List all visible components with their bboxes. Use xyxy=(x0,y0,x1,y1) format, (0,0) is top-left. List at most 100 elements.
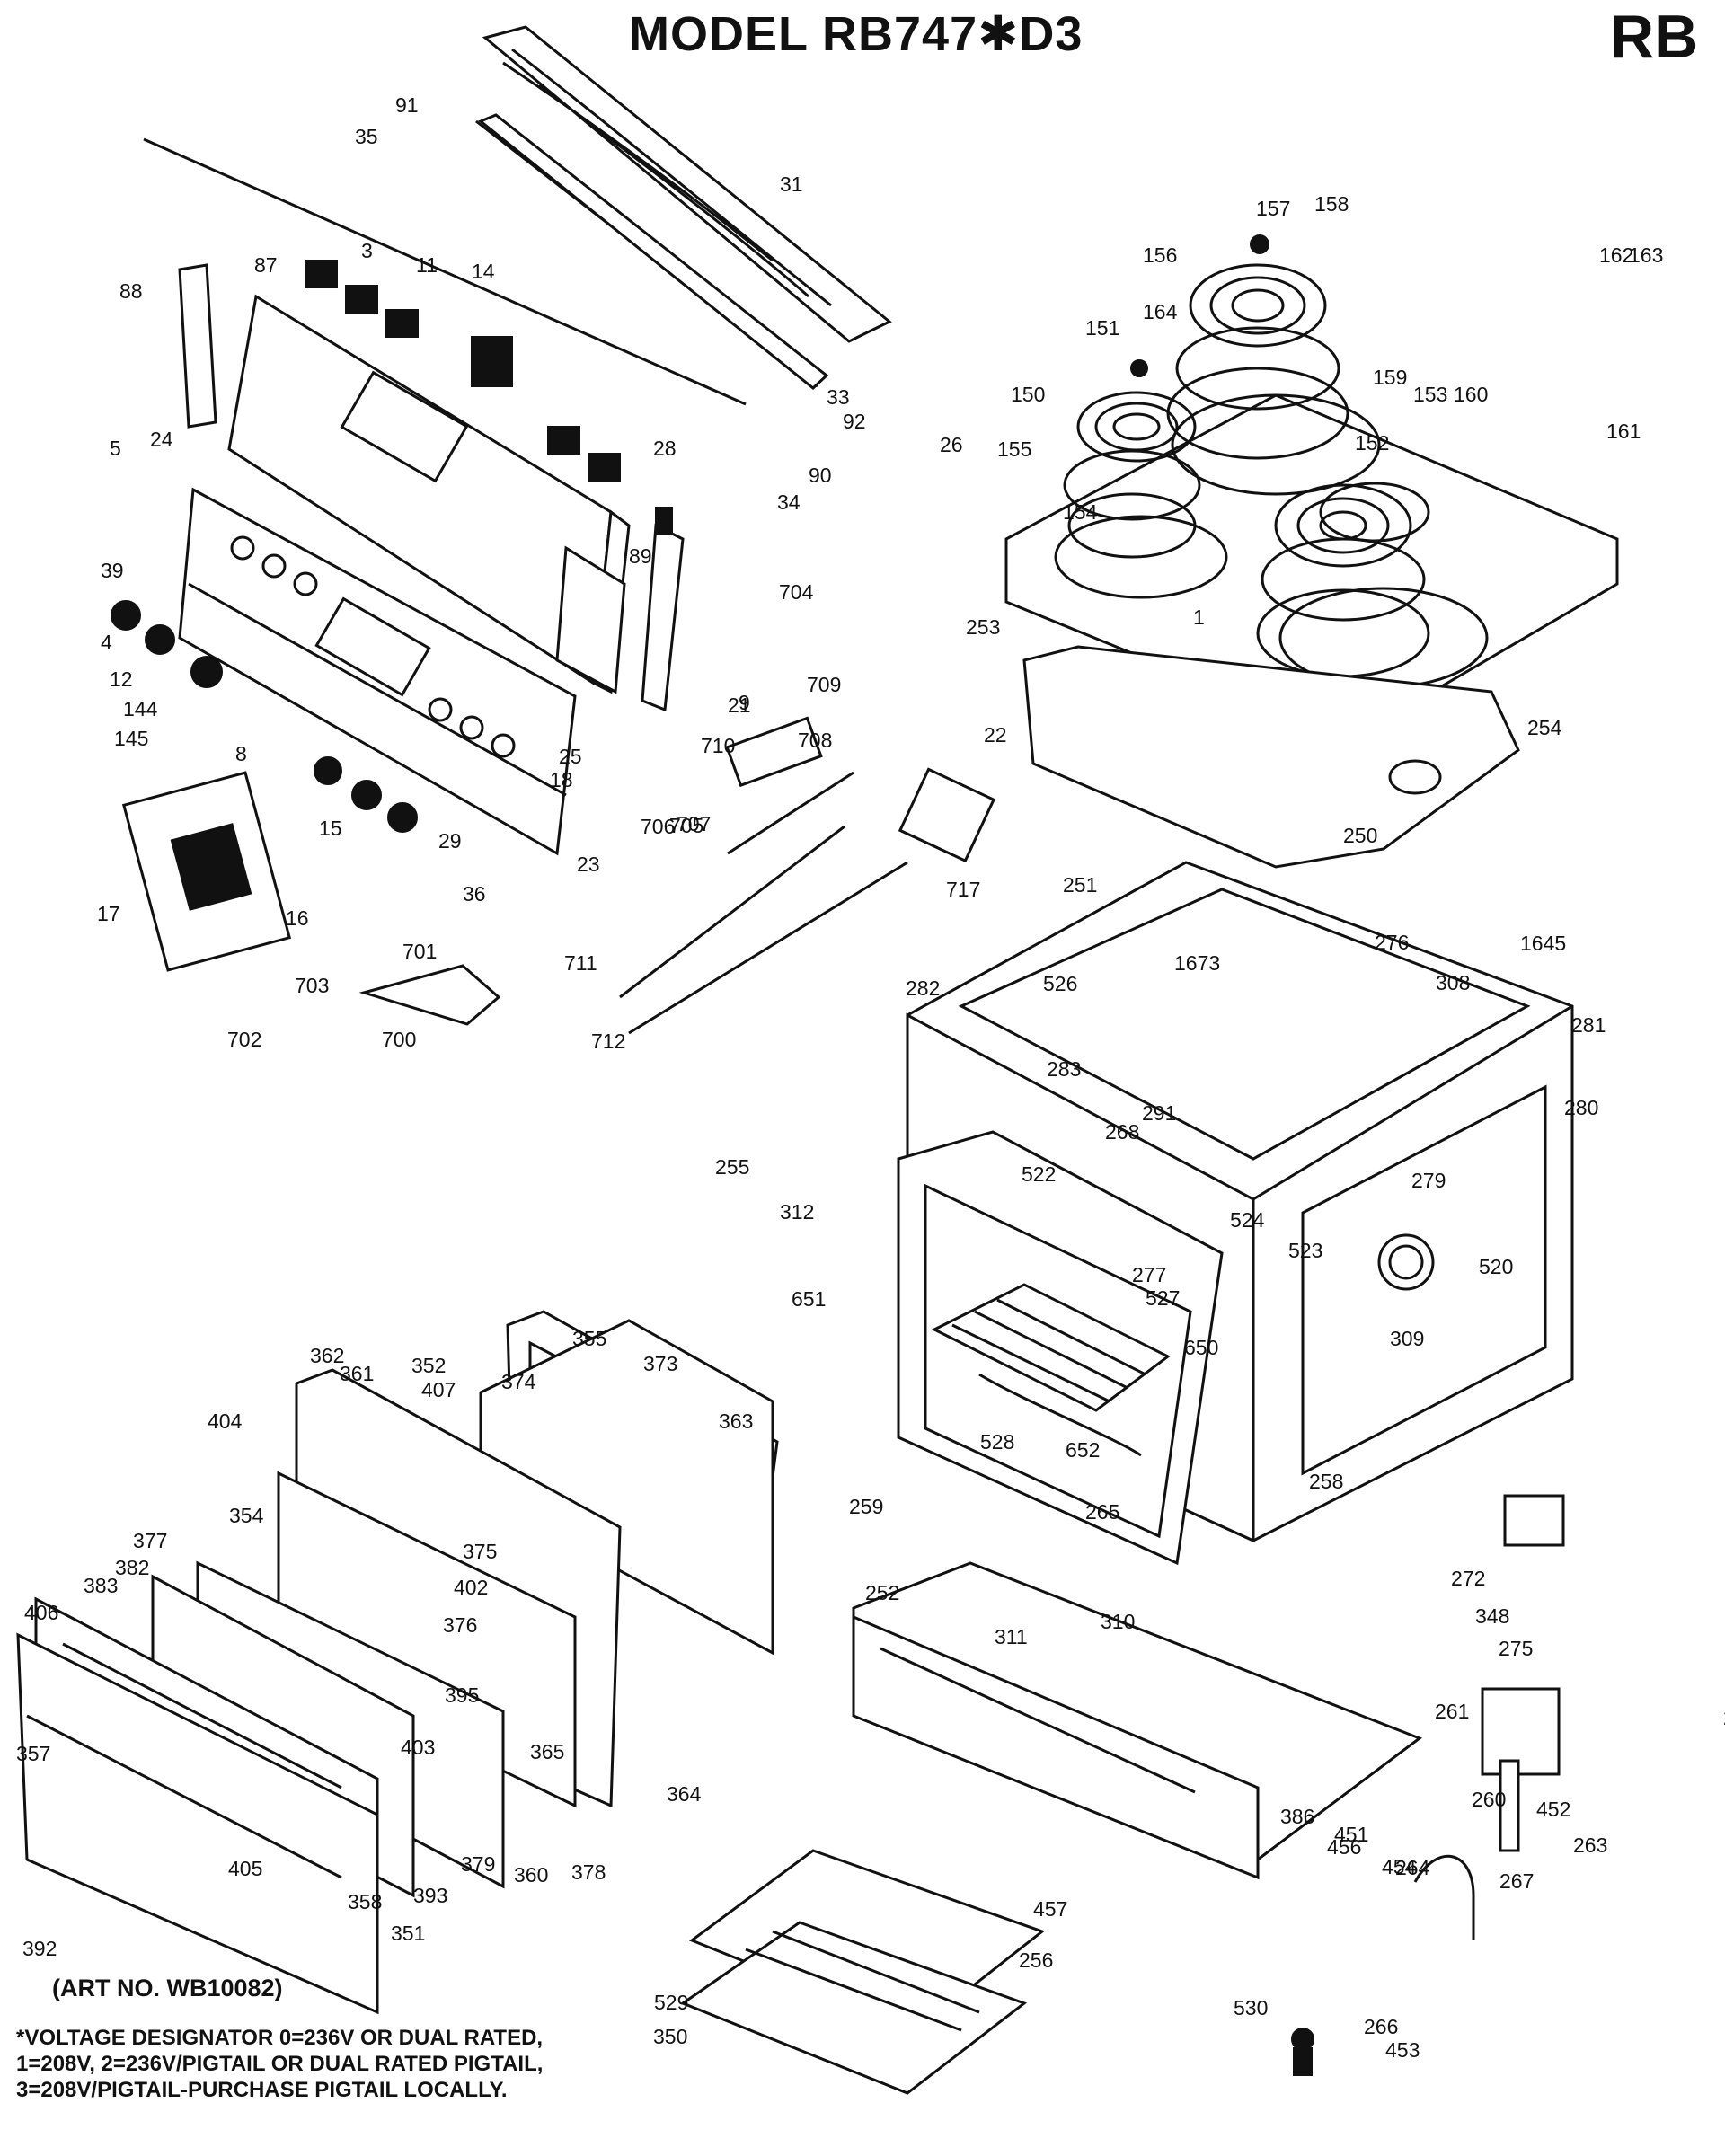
drip-pan-tray xyxy=(1022,645,1520,869)
part-callout-163: 163 xyxy=(1629,243,1663,267)
part-callout-709: 709 xyxy=(807,673,841,696)
part-callout-164: 164 xyxy=(1143,300,1178,323)
part-callout-252: 252 xyxy=(865,1581,899,1604)
part-callout-276: 276 xyxy=(1375,931,1409,954)
part-callout-259: 259 xyxy=(849,1495,883,1518)
part-callout-1: 1 xyxy=(1193,605,1205,629)
part-callout-91: 91 xyxy=(395,93,419,117)
part-callout-12: 12 xyxy=(110,667,133,691)
model-title: MODEL RB747✱D3 xyxy=(629,7,1084,61)
part-callout-365: 365 xyxy=(530,1740,564,1763)
part-callout-14: 14 xyxy=(472,260,495,283)
part-callout-89: 89 xyxy=(629,544,652,568)
part-callout-354: 354 xyxy=(229,1504,264,1527)
part-callout-258: 258 xyxy=(1309,1470,1343,1493)
part-callout-711: 711 xyxy=(564,951,597,975)
part-callout-1673: 1673 xyxy=(1174,951,1220,975)
part-callout-523: 523 xyxy=(1288,1239,1322,1262)
part-callout-250: 250 xyxy=(1343,824,1377,847)
part-callout-156: 156 xyxy=(1143,243,1177,267)
part-callout-379: 379 xyxy=(461,1852,495,1876)
part-callout-261: 261 xyxy=(1435,1700,1469,1723)
part-callout-15: 15 xyxy=(319,817,342,840)
broiler-pan xyxy=(679,1849,1046,2095)
part-callout-4: 4 xyxy=(101,631,112,654)
part-callout-374: 374 xyxy=(501,1370,536,1393)
part-callout-275: 275 xyxy=(1499,1637,1533,1660)
part-callout-702: 702 xyxy=(227,1028,261,1051)
part-callout-364: 364 xyxy=(667,1782,702,1806)
part-callout-405: 405 xyxy=(228,1857,262,1880)
part-callout-451: 451 xyxy=(1334,1823,1368,1846)
part-callout-386: 386 xyxy=(1280,1805,1314,1828)
part-callout-377: 377 xyxy=(133,1529,167,1552)
part-callout-704: 704 xyxy=(779,580,814,604)
part-callout-155: 155 xyxy=(997,437,1031,461)
part-callout-8: 8 xyxy=(235,742,247,765)
part-callout-361: 361 xyxy=(340,1362,374,1385)
part-callout-706: 706 xyxy=(641,815,675,838)
model-code: RB xyxy=(1610,3,1699,71)
trim-rails xyxy=(143,113,829,406)
part-callout-9: 9 xyxy=(739,691,750,714)
part-callout-36: 36 xyxy=(463,882,486,906)
part-callout-160: 160 xyxy=(1454,383,1488,406)
part-callout-281: 281 xyxy=(1571,1013,1606,1037)
knobs-and-switches xyxy=(111,260,673,833)
oven-racks xyxy=(931,1283,1171,1457)
part-callout-527: 527 xyxy=(1146,1286,1180,1310)
part-callout-150: 150 xyxy=(1011,383,1045,406)
part-callout-283: 283 xyxy=(1047,1057,1081,1081)
part-callout-159: 159 xyxy=(1373,366,1407,389)
part-callout-362: 362 xyxy=(310,1344,344,1367)
part-callout-272: 272 xyxy=(1451,1567,1485,1590)
part-callout-309: 309 xyxy=(1390,1327,1424,1350)
part-callout-453: 453 xyxy=(1385,2038,1420,2062)
wood-trim-strip xyxy=(482,25,892,343)
part-callout-375: 375 xyxy=(463,1540,497,1563)
part-callout-92: 92 xyxy=(843,410,866,433)
part-callout-707: 707 xyxy=(677,812,711,835)
part-callout-524: 524 xyxy=(1230,1208,1265,1232)
part-callout-31: 31 xyxy=(780,172,803,196)
part-callout-16: 16 xyxy=(286,906,309,930)
voltage-note-line: *VOLTAGE DESIGNATOR 0=236V OR DUAL RATED… xyxy=(16,2026,544,2050)
part-callout-35: 35 xyxy=(355,125,378,148)
part-callout-274: 274 xyxy=(1723,1706,1725,1729)
part-callout-253: 253 xyxy=(966,615,1000,639)
part-callout-39: 39 xyxy=(101,559,124,582)
part-callout-5: 5 xyxy=(110,437,121,460)
part-callout-522: 522 xyxy=(1022,1162,1056,1186)
part-callout-144: 144 xyxy=(123,697,158,720)
voltage-note-line: 1=208V, 2=236V/PIGTAIL OR DUAL RATED PIG… xyxy=(16,2052,544,2076)
part-callout-162: 162 xyxy=(1599,243,1633,267)
part-callout-383: 383 xyxy=(84,1574,118,1597)
part-callout-28: 28 xyxy=(653,437,677,460)
part-callout-700: 700 xyxy=(382,1028,416,1051)
art-number: (ART NO. WB10082) xyxy=(52,1975,283,2001)
part-callout-712: 712 xyxy=(591,1029,625,1053)
part-callout-279: 279 xyxy=(1411,1169,1446,1192)
part-callout-154: 154 xyxy=(1063,500,1098,524)
part-callout-703: 703 xyxy=(295,974,329,997)
part-callout-351: 351 xyxy=(391,1922,425,1945)
part-callout-33: 33 xyxy=(827,385,850,409)
part-callout-363: 363 xyxy=(719,1409,753,1433)
part-callout-705: 705 xyxy=(669,814,703,837)
part-callout-291: 291 xyxy=(1142,1101,1176,1125)
surface-elements xyxy=(1063,234,1430,678)
part-callout-454: 454 xyxy=(1382,1855,1417,1878)
part-callout-520: 520 xyxy=(1479,1255,1513,1278)
part-callout-254: 254 xyxy=(1527,716,1562,739)
storage-drawer xyxy=(852,1561,1423,1880)
part-callout-708: 708 xyxy=(798,729,832,752)
part-callout-404: 404 xyxy=(208,1409,243,1433)
part-callout-312: 312 xyxy=(780,1200,814,1224)
part-callout-90: 90 xyxy=(809,464,832,487)
part-callout-452: 452 xyxy=(1536,1798,1570,1821)
part-callout-255: 255 xyxy=(715,1155,749,1179)
part-callout-360: 360 xyxy=(514,1863,548,1886)
part-callout-158: 158 xyxy=(1314,192,1349,216)
part-callout-268: 268 xyxy=(1105,1120,1139,1144)
